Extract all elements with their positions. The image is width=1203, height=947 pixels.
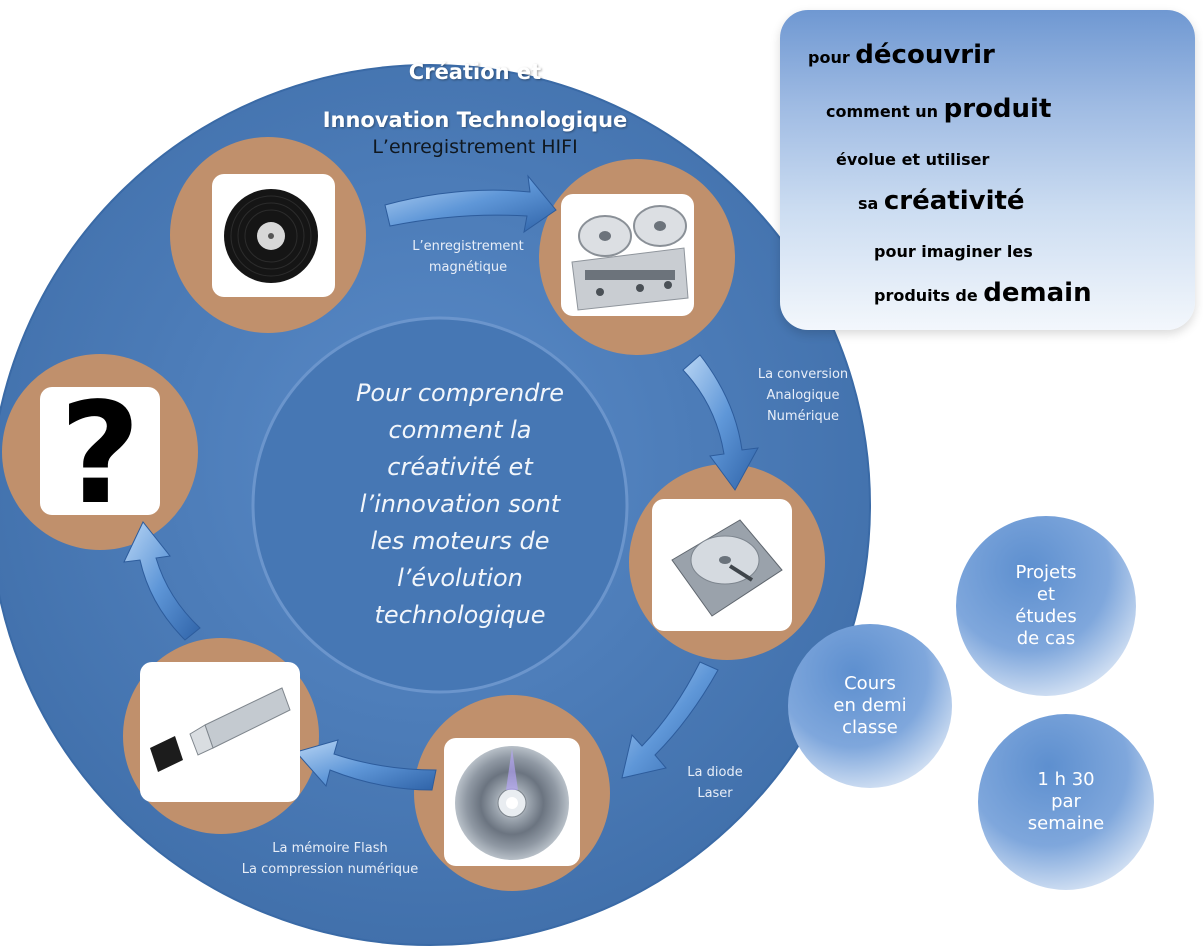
title-line2: Innovation Technologique	[300, 108, 650, 132]
callout-line4: sa créativité	[858, 186, 1025, 216]
bubble-projets-text: Projets et études de cas	[966, 526, 1126, 686]
bubble-horaire-text: 1 h 30 par semaine	[990, 726, 1142, 878]
bubble-cours-text: Cours en demi classe	[798, 634, 942, 778]
label-laser: La diode Laser	[675, 762, 755, 804]
vinyl-record-icon	[224, 189, 318, 283]
callout-line3: évolue et utiliser	[836, 150, 989, 169]
callout-line5: pour imaginer les	[874, 242, 1033, 261]
objective-callout: pour découvrir comment un produit évolue…	[780, 10, 1195, 330]
question-mark-icon: ?	[59, 373, 140, 536]
label-magnetic: L’enregistrement magnétique	[383, 236, 553, 278]
title-line3: L’enregistrement HIFI	[300, 136, 650, 158]
title-line1: Création et	[300, 60, 650, 84]
callout-line2: comment un produit	[826, 94, 1051, 124]
center-statement: Pour comprendre comment la créativité et…	[300, 375, 620, 634]
compact-disc-icon	[455, 746, 569, 860]
callout-line1: pour découvrir	[808, 40, 995, 70]
callout-line6: produits de demain	[874, 278, 1092, 308]
label-conversion: La conversion Analogique Numérique	[728, 364, 878, 427]
label-flash: La mémoire Flash La compression numériqu…	[200, 838, 460, 880]
